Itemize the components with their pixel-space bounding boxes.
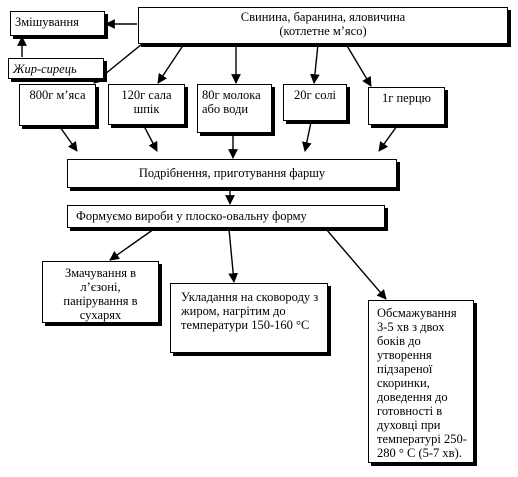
arrow-forming-to-frying xyxy=(325,228,387,300)
arrow-meat-to-20 xyxy=(310,43,320,84)
meat-sublabel: (котлетне м’ясо) xyxy=(279,24,367,38)
breading-box: Змачування в л’єзоні, панірування в суха… xyxy=(42,261,159,323)
arrow-1-to-grinding xyxy=(378,125,398,152)
frying-label: Обсмажування 3-5 хв з двох боків до утво… xyxy=(377,306,467,460)
placing-label: Укладання на сковороду з жиром, нагрітим… xyxy=(181,290,319,332)
frying-box: Обсмажування 3-5 хв з двох боків до утво… xyxy=(368,300,474,463)
fat-label: Жир-сирець xyxy=(13,62,77,76)
forming-box: Формуємо вироби у плоско-овальну форму xyxy=(67,205,385,228)
fat-box: Жир-сирець xyxy=(8,58,104,79)
meat-box: Свинина, баранина, яловичина (котлетне м… xyxy=(138,7,508,44)
mixing-box: Змішування xyxy=(10,11,105,36)
ingredient-meat-800-label: 800г м’яса xyxy=(29,88,86,102)
arrow-800-to-grinding xyxy=(59,126,78,152)
ingredient-lard-120-label: 120г сала шпік xyxy=(121,88,172,116)
ingredient-milk-80: 80г молока або води xyxy=(197,84,272,133)
arrow-forming-to-breading xyxy=(109,228,155,261)
ingredient-meat-800: 800г м’яса xyxy=(19,84,96,126)
grinding-label: Подрібнення, приготування фаршу xyxy=(138,166,326,180)
forming-label: Формуємо вироби у плоско-овальну форму xyxy=(76,209,307,223)
ingredient-salt-20-label: 20г солі xyxy=(293,88,337,102)
ingredient-lard-120: 120г сала шпік xyxy=(108,84,185,125)
breading-label: Змачування в л’єзоні, панірування в суха… xyxy=(63,266,138,322)
ingredient-pepper-1: 1г перцю xyxy=(368,87,445,125)
arrow-20-to-grinding xyxy=(301,121,312,152)
ingredient-salt-20: 20г солі xyxy=(283,84,347,121)
mixing-label: Змішування xyxy=(15,15,79,29)
ingredient-pepper-1-label: 1г перцю xyxy=(381,91,432,105)
placing-box: Укладання на сковороду з жиром, нагрітим… xyxy=(170,283,328,353)
arrow-meat-to-1 xyxy=(345,43,372,87)
ingredient-milk-80-label: 80г молока або води xyxy=(202,88,261,116)
meat-label: Свинина, баранина, яловичина xyxy=(240,10,406,24)
arrow-120-to-grinding xyxy=(143,125,158,152)
arrow-forming-to-placing xyxy=(228,228,239,283)
grinding-box: Подрібнення, приготування фаршу xyxy=(67,159,397,188)
arrow-meat-to-120 xyxy=(157,43,185,84)
